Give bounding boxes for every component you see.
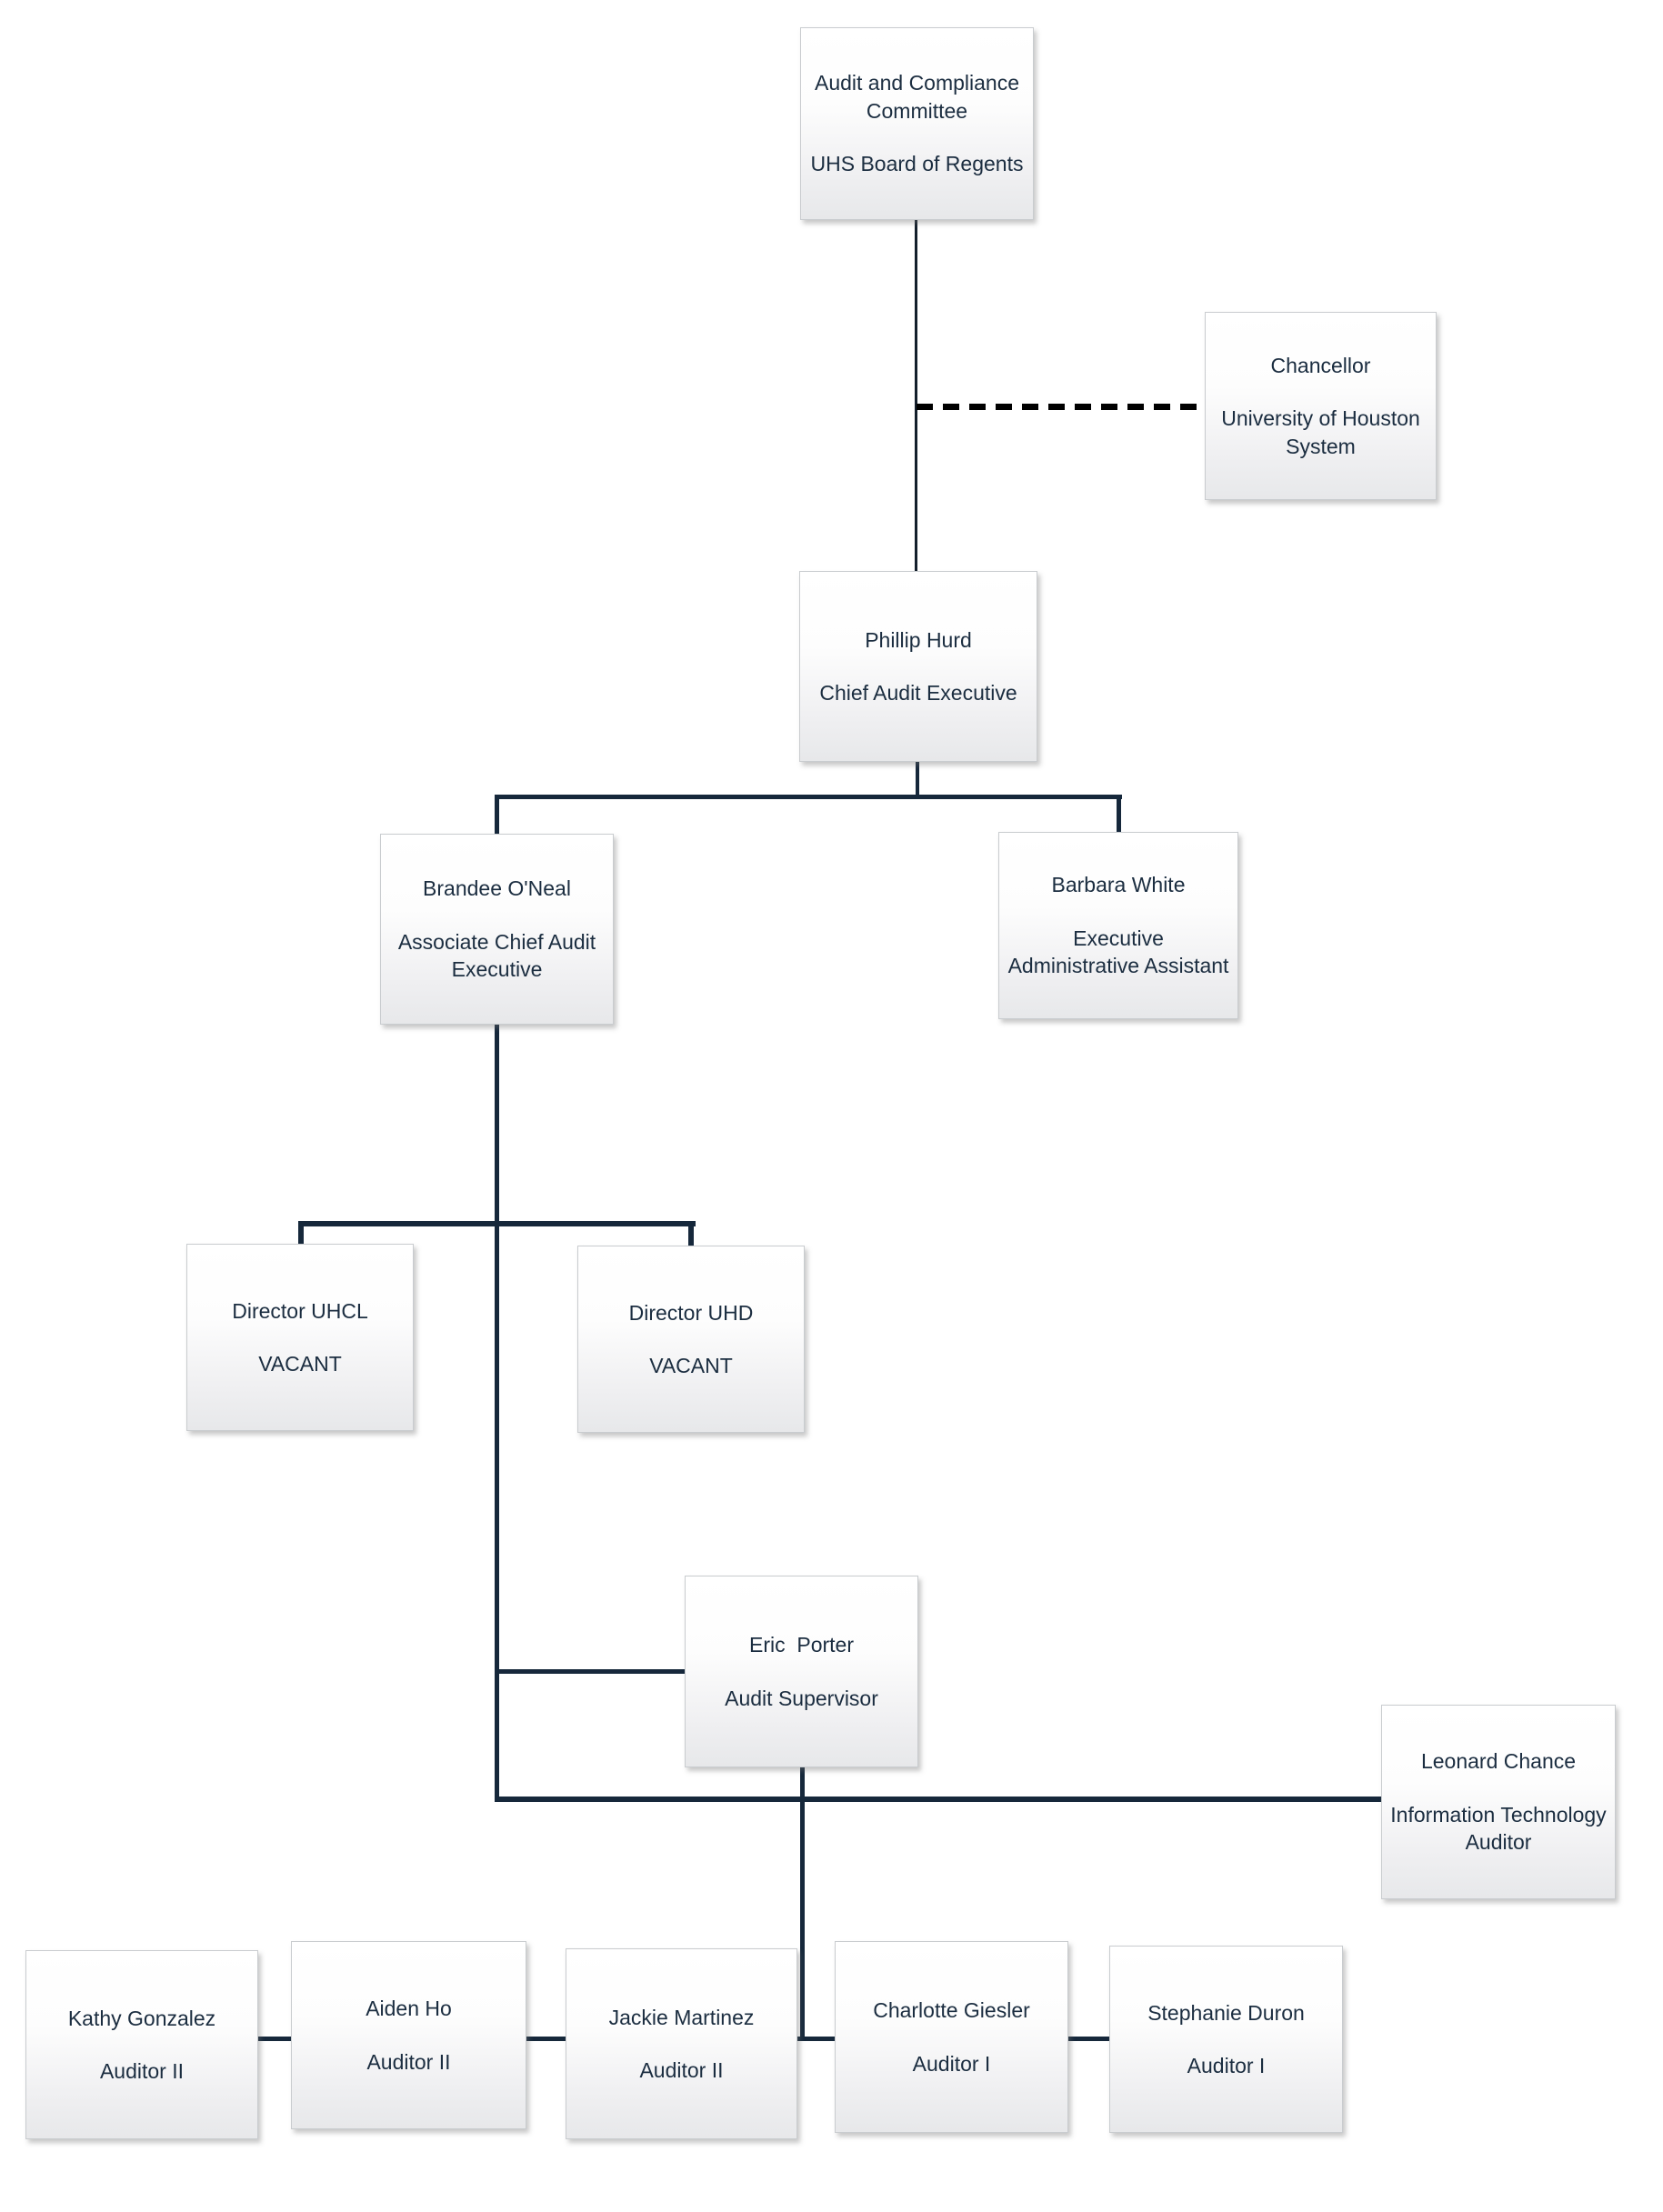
org-node-director-uhd: Director UHD VACANT bbox=[577, 1246, 805, 1433]
node-role: VACANT bbox=[649, 1354, 733, 1377]
org-node-chief-audit-executive: Phillip Hurd Chief Audit Executive bbox=[799, 571, 1037, 762]
connector-auditor-row-3 bbox=[797, 2037, 835, 2041]
node-role: Chief Audit Executive bbox=[819, 681, 1017, 705]
node-name: Audit and Compliance Committee bbox=[814, 71, 1020, 123]
connector-drop-to-eaa bbox=[1117, 797, 1121, 834]
org-node-auditor-stephanie-duron: Stephanie Duron Auditor I bbox=[1109, 1946, 1343, 2133]
node-name: Stephanie Duron bbox=[1147, 2000, 1305, 2025]
dashed-connector-chancellor bbox=[917, 404, 1205, 410]
connector-drop-to-acae bbox=[495, 797, 499, 836]
node-role: University of Houston System bbox=[1221, 406, 1420, 458]
connector-auditor-row-2 bbox=[526, 2037, 566, 2041]
org-node-auditor-charlotte-giesler: Charlotte Giesler Auditor I bbox=[835, 1941, 1068, 2133]
node-role: Auditor II bbox=[366, 2049, 451, 2074]
org-node-auditor-aiden-ho: Aiden Ho Auditor II bbox=[291, 1941, 526, 2129]
node-name: Director UHD bbox=[628, 1300, 754, 1325]
connector-supervisor-to-auditors bbox=[800, 1767, 805, 2040]
connector-to-it-auditor bbox=[495, 1797, 1383, 1802]
connector-directors-horizontal bbox=[298, 1221, 696, 1226]
node-name: Chancellor bbox=[1270, 353, 1371, 377]
node-role: Audit Supervisor bbox=[725, 1686, 878, 1710]
node-name: Phillip Hurd bbox=[865, 627, 972, 652]
connector-auditor-row-4 bbox=[1068, 2037, 1109, 2041]
node-role: Auditor II bbox=[639, 2058, 724, 2082]
node-role: Associate Chief Audit Executive bbox=[397, 929, 596, 982]
org-node-auditor-kathy-gonzalez: Kathy Gonzalez Auditor II bbox=[25, 1950, 258, 2139]
node-name: Kathy Gonzalez bbox=[67, 2006, 216, 2030]
connector-drop-to-uhd bbox=[688, 1225, 694, 1247]
connector-auditor-row-1 bbox=[258, 2037, 291, 2041]
node-name: Director UHCL bbox=[232, 1298, 368, 1323]
node-role: UHS Board of Regents bbox=[810, 152, 1024, 176]
node-role: Auditor I bbox=[1187, 2054, 1266, 2077]
connector-committee-to-cae bbox=[915, 220, 917, 571]
org-node-audit-supervisor: Eric Porter Audit Supervisor bbox=[685, 1576, 918, 1767]
connector-drop-to-uhcl bbox=[298, 1225, 304, 1246]
org-node-auditor-jackie-martinez: Jackie Martinez Auditor II bbox=[566, 1948, 797, 2139]
org-node-audit-committee: Audit and Compliance Committee UHS Board… bbox=[800, 27, 1034, 220]
node-name: Brandee O'Neal bbox=[423, 876, 571, 901]
node-name: Jackie Martinez bbox=[608, 2005, 755, 2029]
node-role: Auditor II bbox=[99, 2059, 185, 2083]
node-name: Eric Porter bbox=[748, 1633, 855, 1657]
connector-acae-main-vertical bbox=[495, 1023, 499, 1802]
node-name: Barbara White bbox=[1051, 873, 1186, 897]
org-node-chancellor: Chancellor University of Houston System bbox=[1205, 312, 1437, 500]
org-node-it-auditor: Leonard Chance Information Technology Au… bbox=[1381, 1705, 1616, 1899]
connector-cae-stub bbox=[916, 762, 919, 796]
node-role: Executive Administrative Assistant bbox=[1007, 926, 1229, 978]
node-name: Charlotte Giesler bbox=[873, 1998, 1030, 2023]
node-name: Leonard Chance bbox=[1420, 1749, 1577, 1774]
connector-to-supervisor bbox=[497, 1669, 686, 1674]
org-node-executive-administrative-assistant: Barbara White Executive Administrative A… bbox=[998, 832, 1238, 1019]
node-role: Information Technology Auditor bbox=[1390, 1802, 1607, 1855]
org-node-director-uhcl: Director UHCL VACANT bbox=[186, 1244, 414, 1431]
org-node-associate-chief-audit-executive: Brandee O'Neal Associate Chief Audit Exe… bbox=[380, 834, 614, 1025]
node-role: Auditor I bbox=[912, 2051, 991, 2076]
connector-cae-children-horizontal bbox=[495, 795, 1122, 799]
node-name: Aiden Ho bbox=[366, 1997, 452, 2021]
node-role: VACANT bbox=[258, 1352, 342, 1376]
